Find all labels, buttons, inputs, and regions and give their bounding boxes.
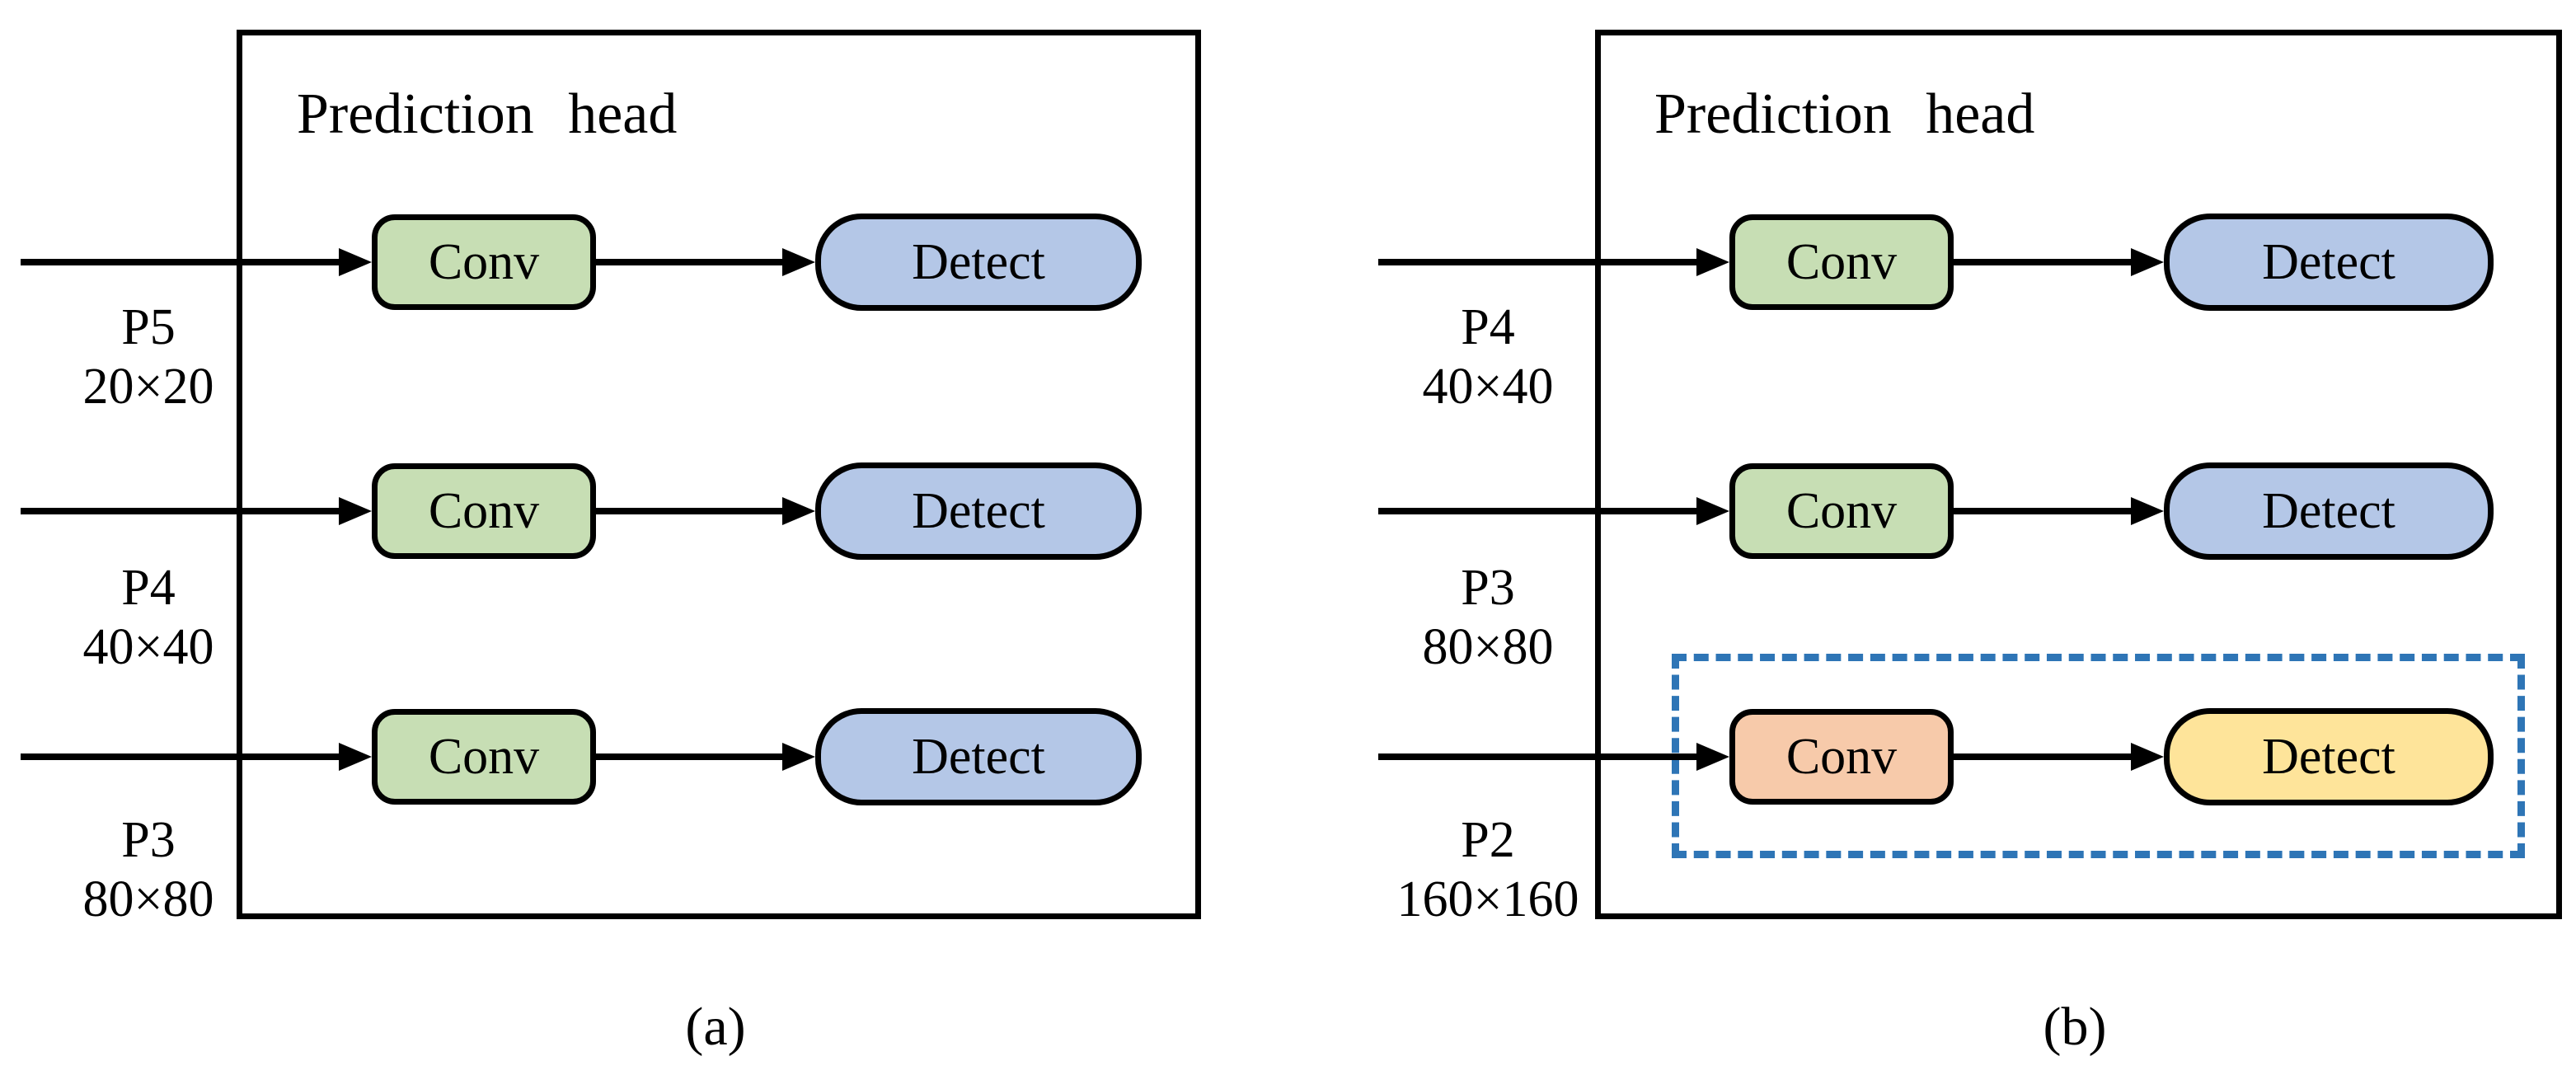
arrowhead-icon xyxy=(2131,497,2164,525)
input-arrow-line xyxy=(1378,259,1698,265)
panel-a-title: Prediction head xyxy=(297,82,678,146)
link-arrow-line xyxy=(596,753,782,760)
detect-node: Detect xyxy=(2164,462,2494,560)
detect-node: Detect xyxy=(815,214,1142,311)
link-arrow-line xyxy=(1954,508,2134,514)
caption-a: (a) xyxy=(685,997,746,1057)
conv-label: Conv xyxy=(1785,483,1898,539)
panel-b-frame xyxy=(1595,30,2562,919)
resolution-label: 80×80 xyxy=(82,871,214,927)
arrowhead-icon xyxy=(1696,743,1729,771)
resolution-label: 80×80 xyxy=(1422,619,1554,675)
level-label: P3 xyxy=(121,812,176,868)
conv-node-new: Conv xyxy=(1729,709,1954,805)
arrowhead-icon xyxy=(339,497,372,525)
resolution-label: 160×160 xyxy=(1396,871,1579,927)
arrowhead-icon xyxy=(2131,743,2164,771)
input-arrow-line xyxy=(21,259,340,265)
conv-node: Conv xyxy=(372,214,596,310)
arrowhead-icon xyxy=(339,743,372,771)
input-arrow-line xyxy=(1378,753,1698,760)
caption-b: (b) xyxy=(2043,997,2107,1057)
link-arrow-line xyxy=(596,259,782,265)
level-label: P3 xyxy=(1461,560,1515,616)
level-label: P4 xyxy=(1461,299,1515,355)
level-label: P4 xyxy=(121,560,176,616)
arrowhead-icon xyxy=(782,743,815,771)
link-arrow-line xyxy=(1954,259,2134,265)
detect-label: Detect xyxy=(912,729,1045,785)
conv-label: Conv xyxy=(1785,729,1898,785)
detect-node: Detect xyxy=(815,462,1142,560)
arrowhead-icon xyxy=(782,497,815,525)
level-label: P2 xyxy=(1461,812,1515,868)
conv-node: Conv xyxy=(1729,463,1954,559)
conv-label: Conv xyxy=(1785,234,1898,290)
arrowhead-icon xyxy=(782,248,815,276)
resolution-label: 40×40 xyxy=(1422,359,1554,415)
arrowhead-icon xyxy=(339,248,372,276)
level-label: P5 xyxy=(121,299,176,355)
resolution-label: 20×20 xyxy=(82,359,214,415)
detect-label: Detect xyxy=(912,234,1045,290)
arrowhead-icon xyxy=(1696,248,1729,276)
conv-label: Conv xyxy=(428,729,540,785)
conv-node: Conv xyxy=(1729,214,1954,310)
detect-node-new: Detect xyxy=(2164,708,2494,805)
input-arrow-line xyxy=(1378,508,1698,514)
detect-node: Detect xyxy=(815,708,1142,805)
input-arrow-line xyxy=(21,753,340,760)
panel-b-title: Prediction head xyxy=(1654,82,2035,146)
link-arrow-line xyxy=(1954,753,2134,760)
link-arrow-line xyxy=(596,508,782,514)
detect-node: Detect xyxy=(2164,214,2494,311)
conv-label: Conv xyxy=(428,483,540,539)
resolution-label: 40×40 xyxy=(82,619,214,675)
arrowhead-icon xyxy=(2131,248,2164,276)
arrowhead-icon xyxy=(1696,497,1729,525)
conv-node: Conv xyxy=(372,709,596,805)
detect-label: Detect xyxy=(2262,234,2395,290)
conv-node: Conv xyxy=(372,463,596,559)
input-arrow-line xyxy=(21,508,340,514)
detect-label: Detect xyxy=(912,483,1045,539)
panel-a-frame xyxy=(237,30,1201,919)
conv-label: Conv xyxy=(428,234,540,290)
detect-label: Detect xyxy=(2262,729,2395,785)
detect-label: Detect xyxy=(2262,483,2395,539)
